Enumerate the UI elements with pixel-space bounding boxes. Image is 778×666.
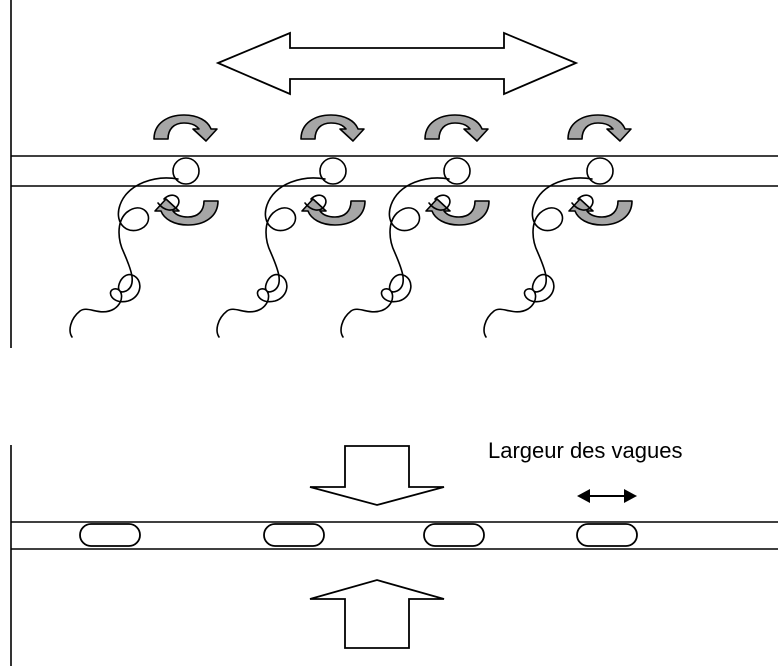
wave-capsule [79,523,141,547]
flip-unit [217,115,365,337]
wave-capsule [263,523,325,547]
wave-capsule [576,523,638,547]
wave-width-label: Largeur des vagues [488,438,683,463]
flip-unit [70,115,218,337]
wave-capsule [423,523,485,547]
flip-unit [484,115,632,337]
lateral-double-arrow [215,31,579,96]
compression-arrow-down [309,445,445,506]
compression-arrow-up [309,579,445,649]
wave-width-arrow [577,489,637,503]
flip-unit [341,115,489,337]
